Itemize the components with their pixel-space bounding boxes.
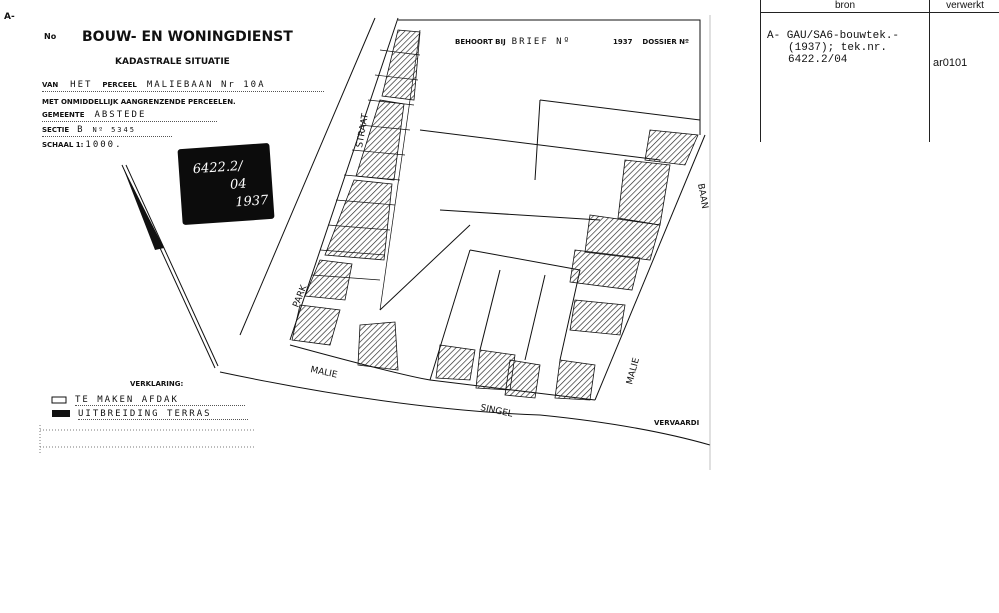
bron-text: A- GAU/SA6-bouwtek.- (1937); tek.nr. 642… [767,30,899,66]
north-arrow-icon [121,164,219,369]
neighbours-text: MET ONMIDDELLIJK AANGRENZENDE PERCEELEN. [42,98,236,106]
bron-line: 6422.2/04 [788,54,848,66]
document-title: KADASTRALE SITUATIE [115,57,230,67]
van-label: VAN [42,81,59,89]
gemeente-label: GEMEENTE [42,111,85,119]
legend-blank-lines [39,425,255,455]
sectie-value: B [77,125,85,135]
column-header-verwerkt: verwerkt [930,0,999,13]
bron-line: (1937); tek.nr. [788,42,888,54]
number-label: No [44,32,57,41]
brief-value: BRIEF Nº [511,37,572,47]
street-label-malie-right: MALIE [625,357,642,386]
hatched-buildings [291,29,699,401]
vervaardigd-label: VERVAARDI [654,419,700,427]
behoort-row: BEHOORT BIJ BRIEF Nº 1937 DOSSIER Nº [455,37,689,47]
legend-swatch-filled [52,410,70,417]
schaal-value: 1000. [85,140,123,150]
behoort-label: BEHOORT BIJ [455,38,506,46]
legend-item-afdak: TE MAKEN AFDAK [75,395,245,406]
street-label-baan: BAAN [695,183,709,210]
sectie-row: SECTIE B Nº 5345 [42,125,172,137]
column-header-bron: bron [761,0,930,13]
gemeente-row: GEMEENTE ABSTEDE [42,110,217,122]
sectie-number: Nº 5345 [92,126,136,134]
margin-mark: A- [4,12,15,22]
schaal-row: SCHAAL 1: 1000. [42,140,123,151]
source-info-panel: bron verwerkt A- GAU/SA6-bouwtek.- (1937… [760,0,999,142]
van-value: HET [70,80,93,90]
street-lines [219,17,711,446]
legend-title: VERKLARING: [130,380,184,388]
gemeente-value: ABSTEDE [94,110,147,120]
legend-swatch-open [51,396,67,404]
bron-line: A- GAU/SA6-bouwtek.- [767,30,900,42]
sectie-label: SECTIE [42,126,70,134]
van-row: VAN HET PERCEEL MALIEBAAN Nr 10A [42,80,324,92]
year-value: 1937 [612,38,633,46]
street-label-malie-bottom: MALIE [309,365,338,381]
verwerkt-value: ar0101 [933,57,968,69]
street-label-singel: SINGEL [479,403,513,420]
schaal-label: SCHAAL 1: [42,141,84,149]
perceel-value: MALIEBAAN Nr 10A [146,80,266,90]
perceel-label: PERCEEL [102,81,137,89]
legend-item-terras: UITBREIDING TERRAS [78,409,248,420]
office-title: BOUW- EN WONINGDIENST [82,29,293,45]
column-divider [929,13,930,142]
dossier-label: DOSSIER Nº [642,38,689,46]
